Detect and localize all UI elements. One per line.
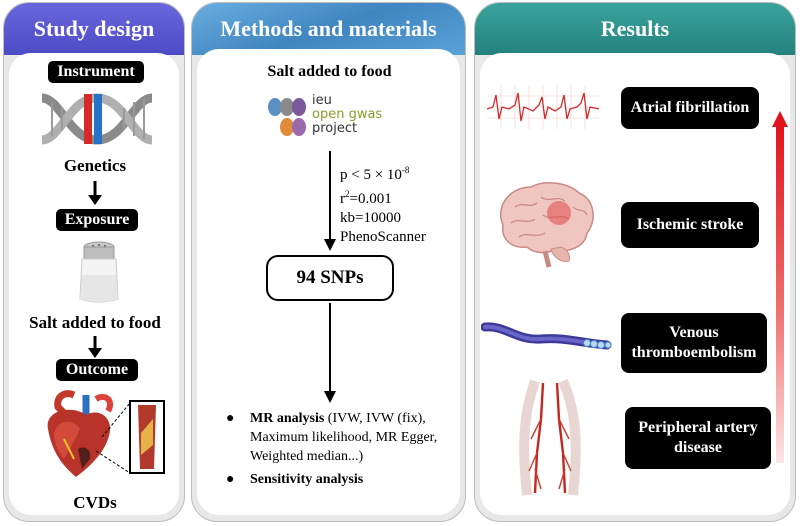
vein-icon [481,315,615,359]
bullet-icon: ● [226,472,235,487]
trend-arrow-shaft [776,126,784,463]
outcome-ischemic-stroke: Ischemic stroke [621,202,759,248]
salt-label: Salt added to food [29,313,161,332]
methods-header: Methods and materials [192,3,465,55]
arrow-down-icon [324,303,336,403]
sensitivity-label: Sensitivity analysis [250,472,364,487]
study-design-title: Study design [33,16,155,41]
arrow-down-icon [88,181,102,205]
methods-subtitle: Salt added to food [267,63,392,80]
outcome-label: Outcome [56,359,138,381]
outcome-venous-thromboembolism: Venous thromboembolism [621,313,767,373]
dna-icon [41,93,153,145]
mr-analysis-label: MR analysis [250,411,325,426]
logo-circle-icon [268,98,282,116]
salt-shaker-icon [79,241,119,303]
logo-circle-icon [280,118,294,136]
methods-panel: Methods and materials Salt added to food… [191,2,466,522]
logo-circle-icon [292,98,306,116]
exposure-label: Exposure [56,209,138,231]
p-threshold: p < 5 × 10-8 [340,165,410,183]
outcome-peripheral-artery-disease: Peripheral artery disease [625,407,771,469]
kb-window: kb=10000 [340,210,401,226]
snps-label: 94 SNPs [296,267,364,288]
logo-circle-icon [292,118,306,136]
mr-analysis-item: ● MR analysis (IVW, IVW (fix), Maximum l… [222,409,454,466]
study-design-panel: Study design Instrument Genetics Exposur… [3,2,185,522]
mr-analysis-methods: (IVW, IVW (fix), Maximum likelihood, MR … [250,411,438,464]
study-design-header: Study design [4,3,184,55]
logo-text-line3: project [312,121,358,136]
phenoscanner-label: PhenoScanner [340,229,426,245]
arrow-down-icon [324,151,336,251]
ieu-logo: ieu open gwas project [268,94,388,146]
results-header: Results [475,3,795,55]
arrow-down-icon [88,336,102,358]
outcome-atrial-fibrillation: Atrial fibrillation [621,87,759,129]
params-block: p < 5 × 10-8 r2=0.001 kb=10000 PhenoScan… [340,161,426,247]
ecg-icon [487,85,599,129]
trend-arrow-icon [772,111,788,463]
results-title: Results [600,16,670,41]
methods-title: Methods and materials [220,16,437,41]
brain-icon [489,177,601,269]
cvds-label: CVDs [73,493,117,512]
instrument-label: Instrument [48,61,144,83]
analysis-list: ● MR analysis (IVW, IVW (fix), Maximum l… [222,409,454,493]
heart-icon [47,390,165,477]
logo-circle-icon [280,98,294,116]
artery-icon [513,379,589,497]
logo-text-line2: open gwas [312,107,383,122]
trend-arrow-head [772,111,788,127]
snps-box: 94 SNPs [266,255,394,301]
sensitivity-item: ● Sensitivity analysis [222,470,454,489]
results-panel: Results Atrial fibrillation Ischemic str… [474,2,796,522]
r2-threshold: r2=0.001 [340,189,392,207]
logo-text-line1: ieu [312,93,332,108]
bullet-icon: ● [226,411,235,426]
genetics-label: Genetics [63,156,127,175]
